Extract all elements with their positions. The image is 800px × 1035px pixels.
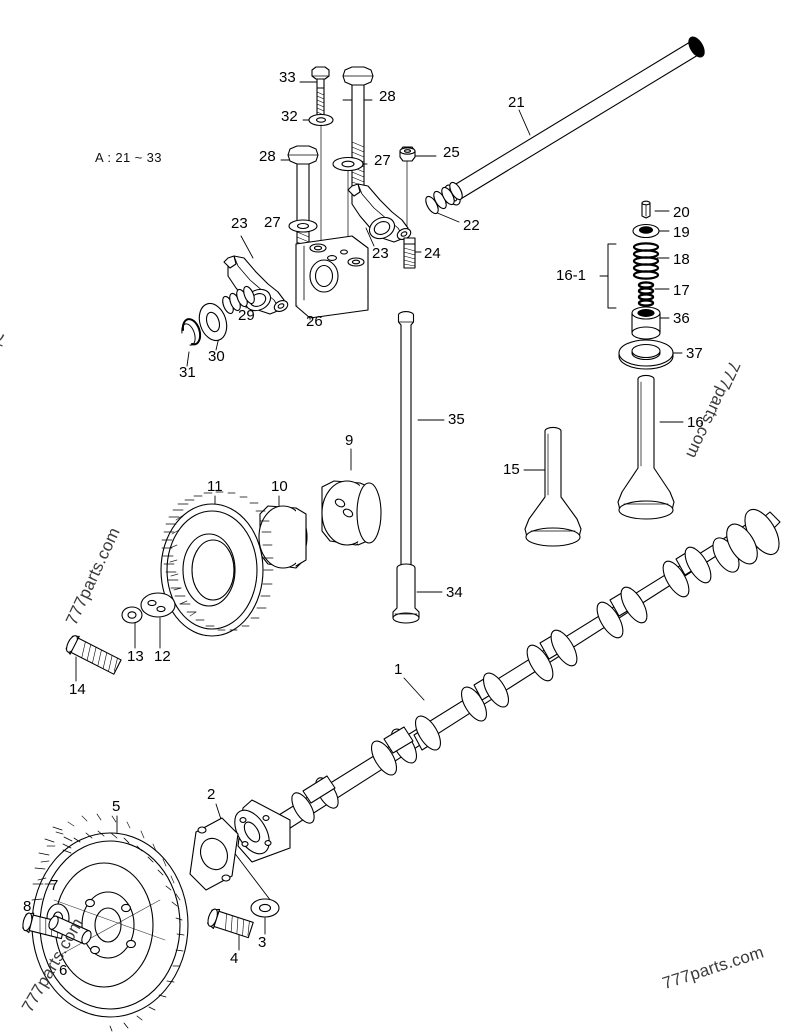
callout-25[interactable]: 25 <box>443 144 460 161</box>
callout-12[interactable]: 12 <box>154 648 171 665</box>
callout-22[interactable]: 22 <box>463 217 480 234</box>
callout-20[interactable]: 20 <box>673 204 690 221</box>
callout-28-upper-right[interactable]: 28 <box>379 88 396 105</box>
callout-15[interactable]: 15 <box>503 461 520 478</box>
callout-28-left[interactable]: 28 <box>259 148 276 165</box>
callout-2[interactable]: 2 <box>207 786 216 803</box>
callout-29[interactable]: 29 <box>238 307 255 324</box>
callout-4[interactable]: 4 <box>230 950 239 967</box>
callout-26[interactable]: 26 <box>306 313 323 330</box>
callout-31[interactable]: 31 <box>179 364 196 381</box>
callout-11[interactable]: 11 <box>207 478 223 495</box>
callout-19[interactable]: 19 <box>673 224 690 241</box>
group-note-a: A : 21 ~ 33 <box>95 150 162 165</box>
callout-3[interactable]: 3 <box>258 934 267 951</box>
callout-23-right[interactable]: 23 <box>372 245 389 262</box>
callout-37[interactable]: 37 <box>686 345 703 362</box>
callout-18[interactable]: 18 <box>673 251 690 268</box>
callout-1[interactable]: 1 <box>394 661 403 678</box>
callout-9[interactable]: 9 <box>345 432 354 449</box>
callout-16-1[interactable]: 16-1 <box>556 267 587 284</box>
callout-6[interactable]: 6 <box>59 962 68 979</box>
callout-10[interactable]: 10 <box>271 478 288 495</box>
callout-36[interactable]: 36 <box>673 310 690 327</box>
callout-34[interactable]: 34 <box>446 584 463 601</box>
callout-21[interactable]: 21 <box>508 94 525 111</box>
callout-8[interactable]: 8 <box>23 898 32 915</box>
callout-5[interactable]: 5 <box>112 798 121 815</box>
callout-14[interactable]: 14 <box>69 681 86 698</box>
callout-27-lower[interactable]: 27 <box>264 214 281 231</box>
callout-16[interactable]: 16 <box>687 414 704 431</box>
callout-27-upper[interactable]: 27 <box>374 152 391 169</box>
callout-17[interactable]: 17 <box>673 282 690 299</box>
callout-13[interactable]: 13 <box>127 648 144 665</box>
callout-35[interactable]: 35 <box>448 411 465 428</box>
callout-7[interactable]: 7 <box>50 877 59 894</box>
callout-32[interactable]: 32 <box>281 108 298 125</box>
callout-30[interactable]: 30 <box>208 348 225 365</box>
callout-23-left[interactable]: 23 <box>231 215 248 232</box>
callout-24[interactable]: 24 <box>424 245 441 262</box>
callout-33[interactable]: 33 <box>279 69 296 86</box>
